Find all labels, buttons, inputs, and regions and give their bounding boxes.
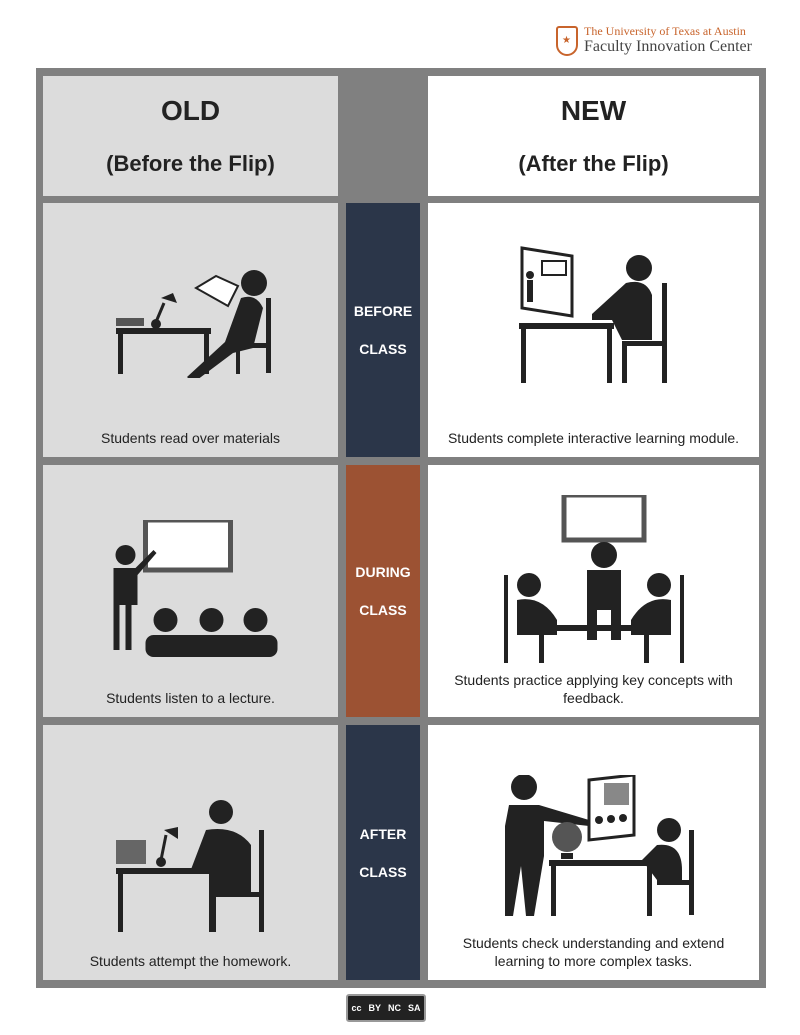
- phase-label-1: AFTER: [359, 825, 407, 842]
- phase-label-1: DURING: [355, 564, 411, 580]
- cc-by: BY: [368, 1003, 381, 1013]
- new-header: NEW (After the Flip): [428, 76, 759, 196]
- student-computer-module-icon: [518, 246, 667, 383]
- new-before-caption: Students complete interactive learning m…: [447, 430, 740, 446]
- comparison-grid: OLD (Before the Flip) NEW (After the Fli…: [36, 68, 766, 988]
- old-subtitle: (Before the Flip): [106, 151, 275, 176]
- phase-label-1: BEFORE: [353, 303, 413, 319]
- new-before-class: Students complete interactive learning m…: [428, 203, 759, 457]
- new-during-class: Students practice applying key concepts …: [428, 465, 759, 717]
- old-after-caption: Students attempt the homework.: [89, 953, 292, 969]
- cc-label: cc: [351, 1003, 362, 1013]
- old-during-class: Students listen to a lecture.: [43, 465, 338, 717]
- old-title: OLD: [160, 95, 221, 126]
- phase-during-class: DURING CLASS: [346, 465, 420, 717]
- creative-commons-badge: cc BY NC SA: [346, 994, 426, 1022]
- cc-sa: SA: [407, 1003, 421, 1013]
- lecture-icon: [113, 520, 277, 657]
- old-before-caption: Students read over materials: [101, 430, 280, 446]
- old-before-class: Students read over materials: [43, 203, 338, 457]
- group-work-icon: [503, 495, 684, 663]
- phase-label-2: CLASS: [359, 863, 407, 880]
- old-during-caption: Students listen to a lecture.: [106, 690, 275, 706]
- instructor-student-globe-icon: [504, 775, 694, 916]
- new-after-caption: Students check understanding and extend …: [462, 935, 725, 969]
- new-title: NEW: [560, 95, 627, 126]
- phase-label-2: CLASS: [359, 341, 407, 357]
- new-during-caption: Students practice applying key concepts …: [454, 672, 733, 706]
- center-name: Faculty Innovation Center: [584, 38, 752, 55]
- new-after-class: Students check understanding and extend …: [428, 725, 759, 980]
- phase-label-2: CLASS: [359, 602, 407, 618]
- phase-after-class: AFTER CLASS: [346, 725, 420, 980]
- old-header: OLD (Before the Flip): [43, 76, 338, 196]
- student-reading-icon: [115, 270, 271, 378]
- ut-fic-logo: The University of Texas at Austin Facult…: [556, 25, 752, 56]
- old-after-class: Students attempt the homework.: [43, 725, 338, 980]
- header-spacer: [346, 76, 420, 196]
- student-homework-icon: [115, 800, 264, 932]
- university-name: The University of Texas at Austin: [584, 24, 746, 38]
- new-subtitle: (After the Flip): [518, 151, 669, 176]
- cc-nc: NC: [387, 1003, 401, 1013]
- phase-before-class: BEFORE CLASS: [346, 203, 420, 457]
- ut-shield-icon: [556, 25, 578, 56]
